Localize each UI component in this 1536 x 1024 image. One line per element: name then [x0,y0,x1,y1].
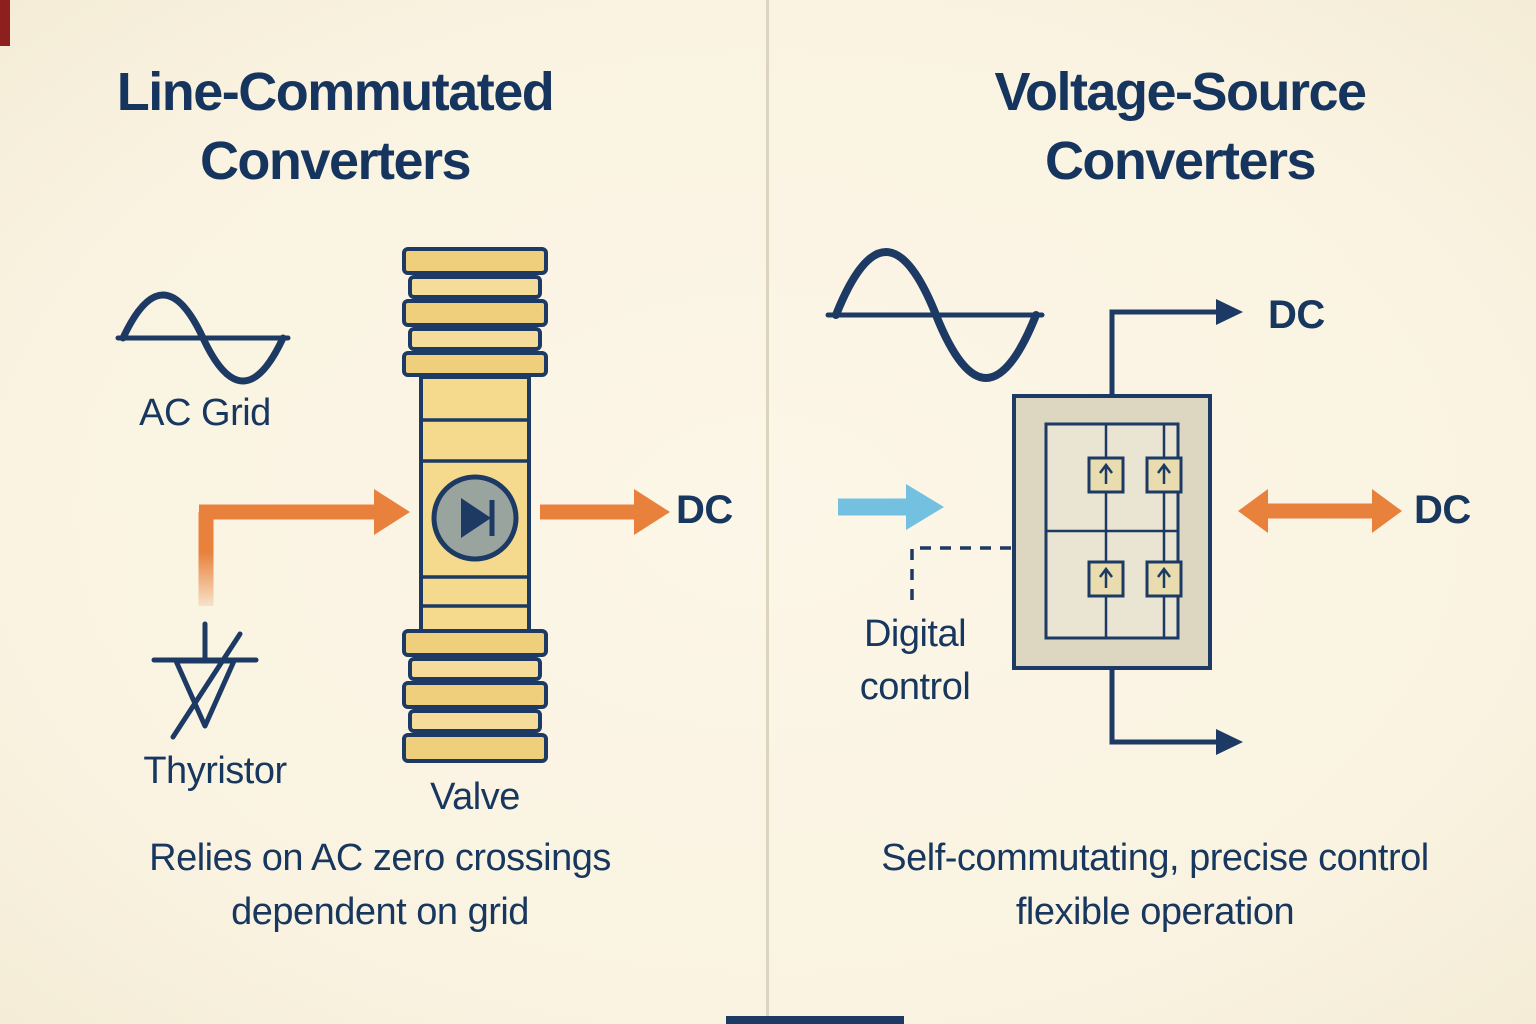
dc-label-side: DC [1414,488,1471,532]
converter-box [1012,394,1212,670]
left-title-line2: Converters [199,131,472,192]
digital-control-label: Digital control [815,608,1015,714]
thyristor-label: Thyristor [143,750,287,792]
ac-wave-icon-right [825,248,1045,382]
dc-output-top-arrow [1109,299,1243,396]
ac-input-arrow [198,489,410,606]
left-title-line1: Line-Commutated [116,62,555,122]
digital-control-line1: Digital [863,613,967,655]
arrowhead [906,484,944,530]
right-title-line2: Converters [1044,131,1317,192]
thyristor-symbol-icon [151,621,259,740]
right-panel-caption: Self-commutating, precise control flexib… [830,832,1480,940]
sine-wave [832,248,1040,382]
right-caption-line2: flexible operation [1015,890,1295,933]
right-panel-title: Voltage-Source Converters [880,58,1480,196]
arrowhead-left [1238,489,1268,533]
left-caption-line2: dependent on grid [231,890,529,933]
right-title-line1: Voltage-Source [994,62,1367,122]
arrowhead [634,489,670,535]
dc-bidirectional-arrow [1238,489,1402,533]
arrowhead [1216,299,1243,325]
left-panel-title: Line-Commutated Converters [35,58,635,196]
arrowhead-right [1372,489,1402,533]
dc-label-top: DC [1268,293,1325,337]
valve-label: Valve [430,776,520,818]
dc-label-left-panel: DC [676,488,733,532]
bottom-edge-navy-strip [726,1016,904,1024]
arrowhead [374,489,410,535]
right-caption-line1: Self-commutating, precise control [881,837,1429,879]
left-caption-line1: Relies on AC zero crossings [149,837,611,879]
digital-control-line2: control [859,666,971,709]
left-panel-caption: Relies on AC zero crossings dependent on… [80,832,680,940]
ac-grid-wave-icon [115,291,291,385]
ac-grid-label: AC Grid [139,392,271,434]
sine-wave [119,291,287,385]
digital-control-dashed-line [910,546,1012,600]
igbt-switch [1145,456,1183,494]
digital-control-input-arrow [838,484,944,530]
thyristor-triangle [461,498,491,538]
panel-divider [766,0,769,1024]
arrowhead [1216,729,1243,755]
thyristor-valve [402,247,548,763]
dc-output-arrow [540,489,670,535]
left-edge-red-mark [0,0,10,46]
dc-output-bottom-arrow [1109,668,1243,755]
